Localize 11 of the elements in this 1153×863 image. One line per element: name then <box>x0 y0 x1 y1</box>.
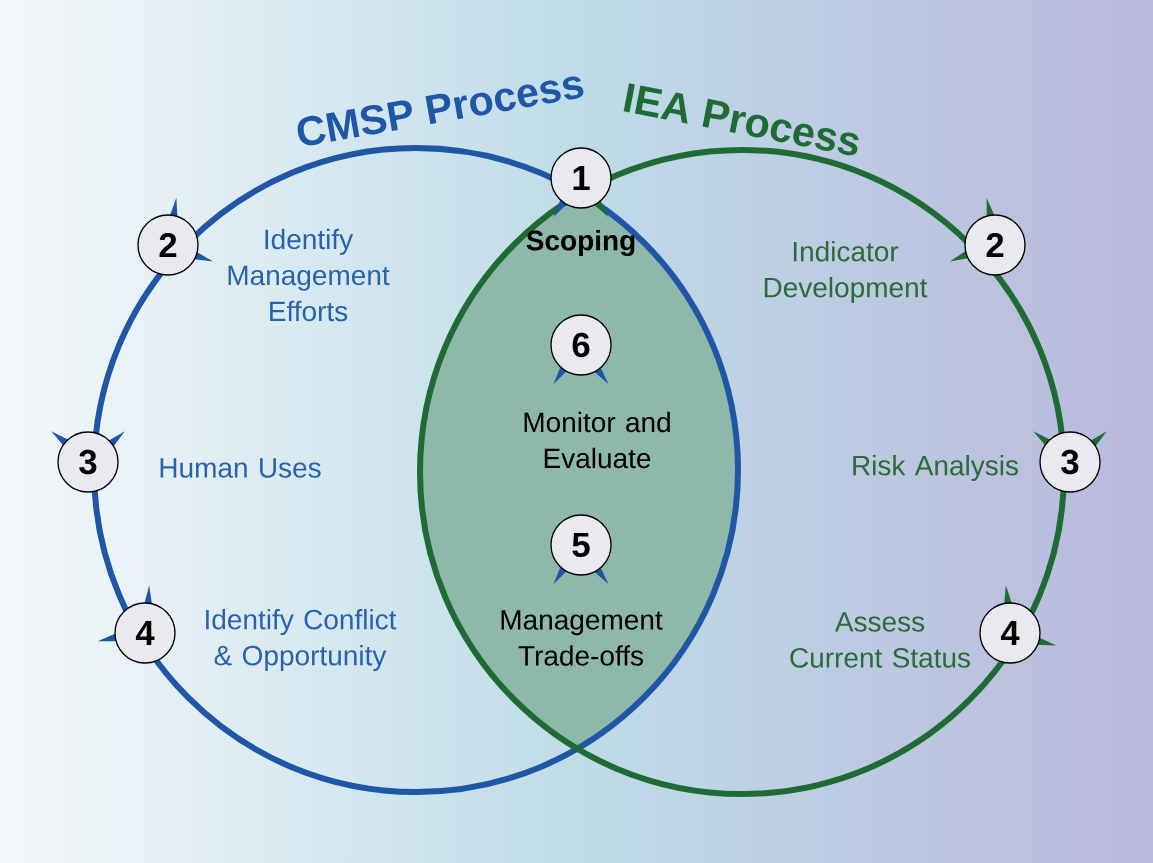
step-label: Assess Current Status <box>790 612 970 668</box>
step-label: Identify Conflict & Opportunity <box>206 608 397 672</box>
step-label: Risk Analysis <box>853 454 1018 482</box>
step-label: Indicator Development <box>764 240 928 304</box>
step-label: Monitor and Evaluate <box>524 411 670 469</box>
step-label: Management Trade-offs <box>501 610 663 666</box>
step-label: Identify Management Efforts <box>228 228 390 322</box>
process-heading: IEA Process <box>623 83 859 156</box>
step-label: Human Uses <box>160 458 321 478</box>
process-heading: CMSP Process <box>297 76 584 146</box>
step-label: Scoping <box>526 229 635 257</box>
